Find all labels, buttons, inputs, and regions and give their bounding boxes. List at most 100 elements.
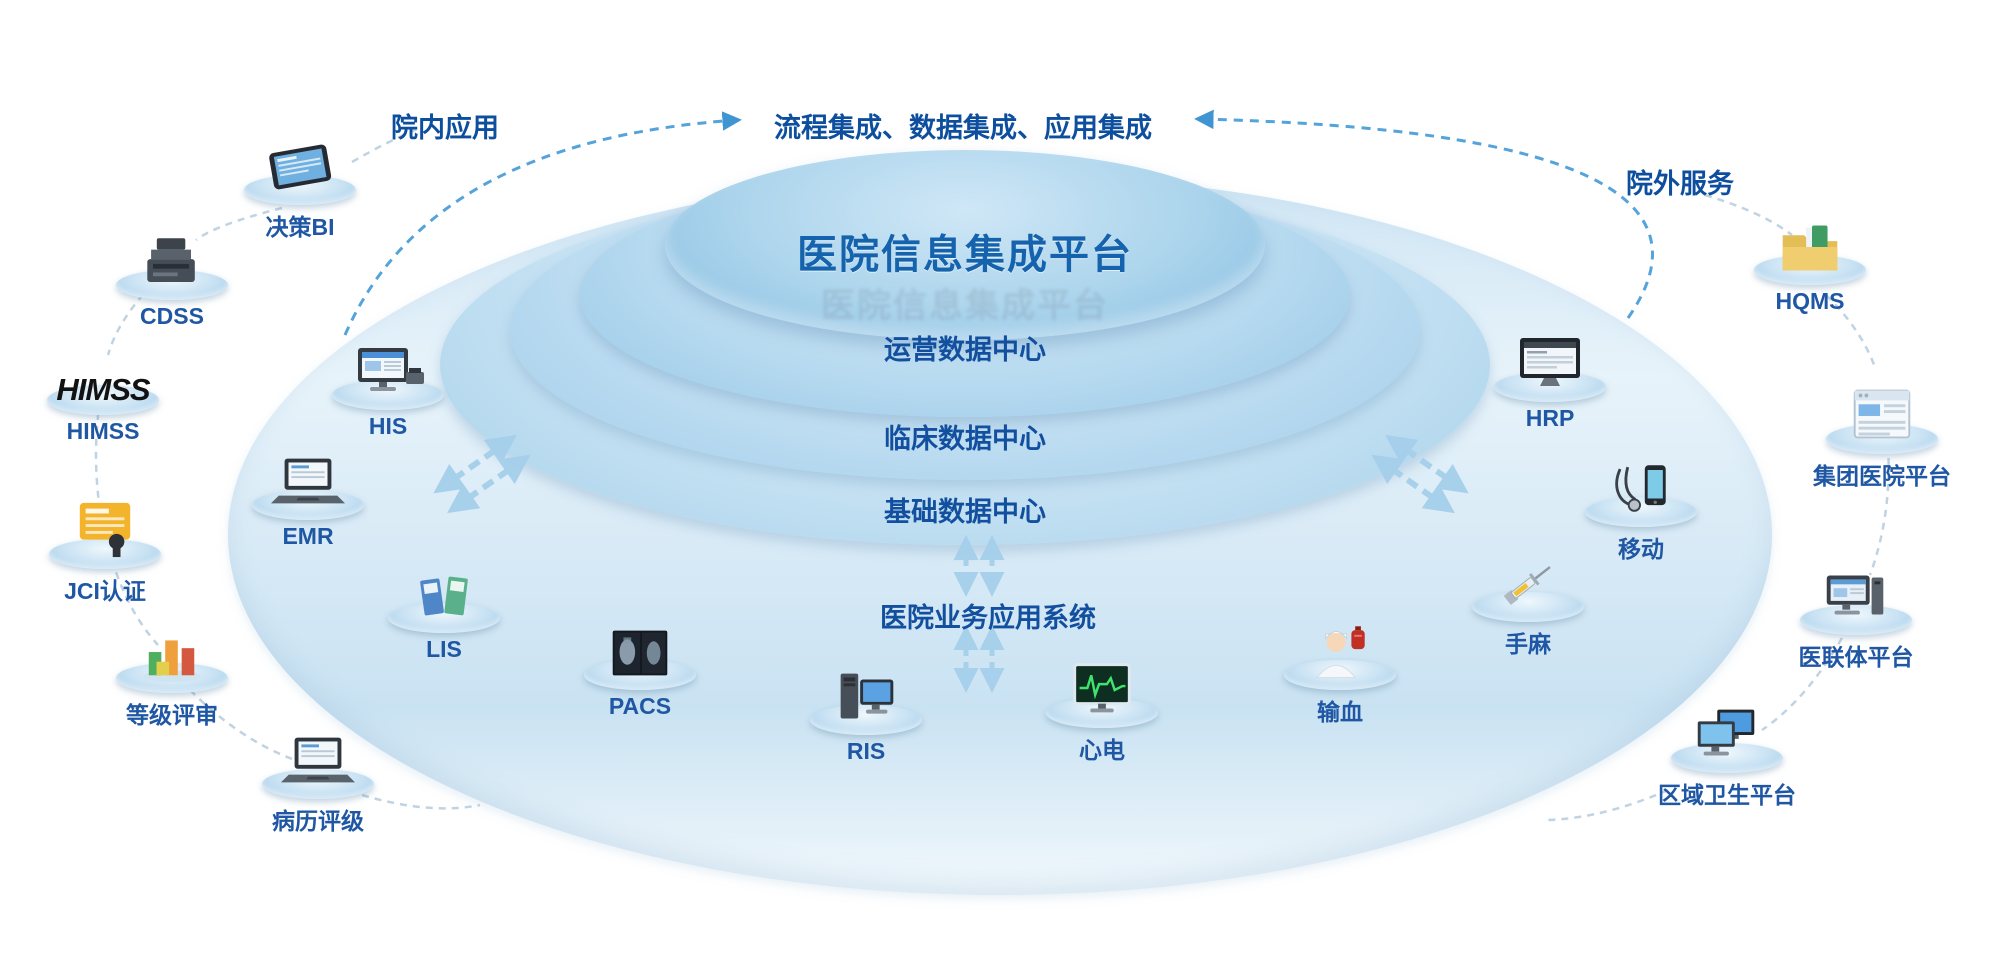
node-label: 区域卫生平台	[1658, 782, 1796, 808]
syringe-icon	[1489, 552, 1567, 612]
icon-area	[1278, 610, 1402, 690]
himss-logo: HIMSS	[56, 372, 150, 407]
icon-area	[1820, 374, 1944, 454]
right-integration-arc	[1194, 109, 1654, 319]
server-icon	[134, 234, 210, 290]
icon-area	[1040, 648, 1164, 728]
node-hrp: HRP	[1488, 322, 1612, 432]
tier-basic-label: 基础数据中心	[884, 497, 1046, 527]
node-emr: EMR	[246, 440, 370, 550]
icon-area	[1665, 693, 1789, 773]
node-label: 决策BI	[265, 214, 335, 240]
node-label: 输血	[1317, 699, 1363, 725]
ecg-monitor-icon	[1063, 660, 1141, 718]
node-label: 病历评级	[272, 808, 364, 834]
tier-operations-label: 运营数据中心	[884, 335, 1046, 365]
pedestal	[262, 769, 374, 799]
node-ecg: 心电	[1040, 648, 1164, 765]
node-label: 医联体平台	[1798, 644, 1914, 670]
pedestal	[810, 705, 922, 735]
node-label: EMR	[282, 523, 334, 549]
node-cdss: CDSS	[110, 220, 234, 330]
node-label: LIS	[426, 636, 462, 662]
node-label: 集团医院平台	[1813, 463, 1951, 489]
outer-chain-links	[94, 126, 1890, 822]
icon-area	[110, 613, 234, 693]
node-grade-review: 等级评审	[110, 613, 234, 730]
node-label: JCI认证	[64, 578, 146, 604]
node-label: PACS	[608, 693, 672, 719]
icon-area	[43, 489, 167, 569]
desktop-computer-icon	[348, 346, 428, 400]
pedestal	[1472, 592, 1584, 622]
icon-area	[246, 440, 370, 520]
pedestal	[47, 385, 159, 415]
node-label: 移动	[1618, 536, 1664, 562]
icon-area	[1488, 322, 1612, 402]
platform-top-disc	[665, 150, 1265, 340]
laptop-icon	[269, 452, 347, 510]
pedestal	[1585, 497, 1697, 527]
platform-title-reflection: 医院信息集成平台	[821, 287, 1109, 325]
node-his: HIS	[326, 330, 450, 440]
node-record-rating: 病历评级	[256, 719, 380, 836]
folder-documents-icon	[1771, 219, 1849, 275]
pedestal	[332, 380, 444, 410]
node-label: RIS	[846, 738, 886, 764]
right-exchange-arrows	[1371, 434, 1469, 514]
icon-area	[1748, 205, 1872, 285]
icon-area	[1579, 447, 1703, 527]
integration-types-label: 流程集成、数据集成、应用集成	[774, 113, 1152, 143]
node-hqms: HQMS	[1748, 205, 1872, 315]
node-regional-health-platform: 区域卫生平台	[1658, 693, 1796, 810]
node-mobile: 移动	[1579, 447, 1703, 564]
node-ris: RIS	[804, 655, 928, 765]
xray-film-icon	[601, 626, 679, 680]
node-label: HIS	[368, 413, 408, 439]
certificate-icon	[66, 497, 144, 559]
node-label: HRP	[1525, 405, 1575, 431]
node-label: 等级评审	[126, 702, 218, 728]
node-lis: LIS	[382, 553, 506, 663]
pedestal	[1800, 605, 1912, 635]
folders-icon	[405, 565, 483, 623]
icon-area	[1794, 555, 1918, 635]
node-pacs: PACS	[578, 610, 702, 720]
browser-window-icon	[1843, 386, 1921, 444]
icon-area	[326, 330, 450, 410]
nurse-blood-bag-icon	[1302, 622, 1378, 680]
pedestal	[49, 539, 161, 569]
node-group-hospital-platform: 集团医院平台	[1813, 374, 1951, 491]
icon-area	[382, 553, 506, 633]
stethoscope-phone-icon	[1603, 461, 1679, 517]
tablet-icon	[261, 137, 339, 195]
node-alliance-platform: 医联体平台	[1794, 555, 1918, 672]
icon-area	[1466, 542, 1590, 622]
laptop-icon	[279, 731, 357, 789]
desktop-tower-icon	[1817, 569, 1895, 625]
pedestal	[388, 603, 500, 633]
icon-area	[804, 655, 928, 735]
tier-clinical-label: 临床数据中心	[884, 424, 1046, 454]
pedestal	[252, 490, 364, 520]
icon-area	[578, 610, 702, 690]
icon-area	[256, 719, 380, 799]
bar-chart-icon	[133, 623, 211, 683]
node-anesthesia: 手麻	[1466, 542, 1590, 659]
node-decision-bi: 决策BI	[238, 125, 362, 242]
pedestal	[1671, 743, 1783, 773]
apps-system-label: 医院业务应用系统	[880, 603, 1096, 633]
dual-computers-icon	[1688, 707, 1766, 763]
workstation-icon	[827, 669, 905, 725]
icon-area	[110, 220, 234, 300]
node-label: 手麻	[1505, 631, 1551, 657]
node-label: CDSS	[140, 303, 204, 329]
outside-services-label: 院外服务	[1626, 169, 1734, 199]
left-exchange-arrows	[433, 434, 531, 514]
monitor-icon	[1510, 336, 1590, 392]
node-blood-transfusion: 输血	[1278, 610, 1402, 727]
node-label: HIMSS	[66, 418, 140, 444]
icon-area: HIMSS	[41, 335, 165, 415]
